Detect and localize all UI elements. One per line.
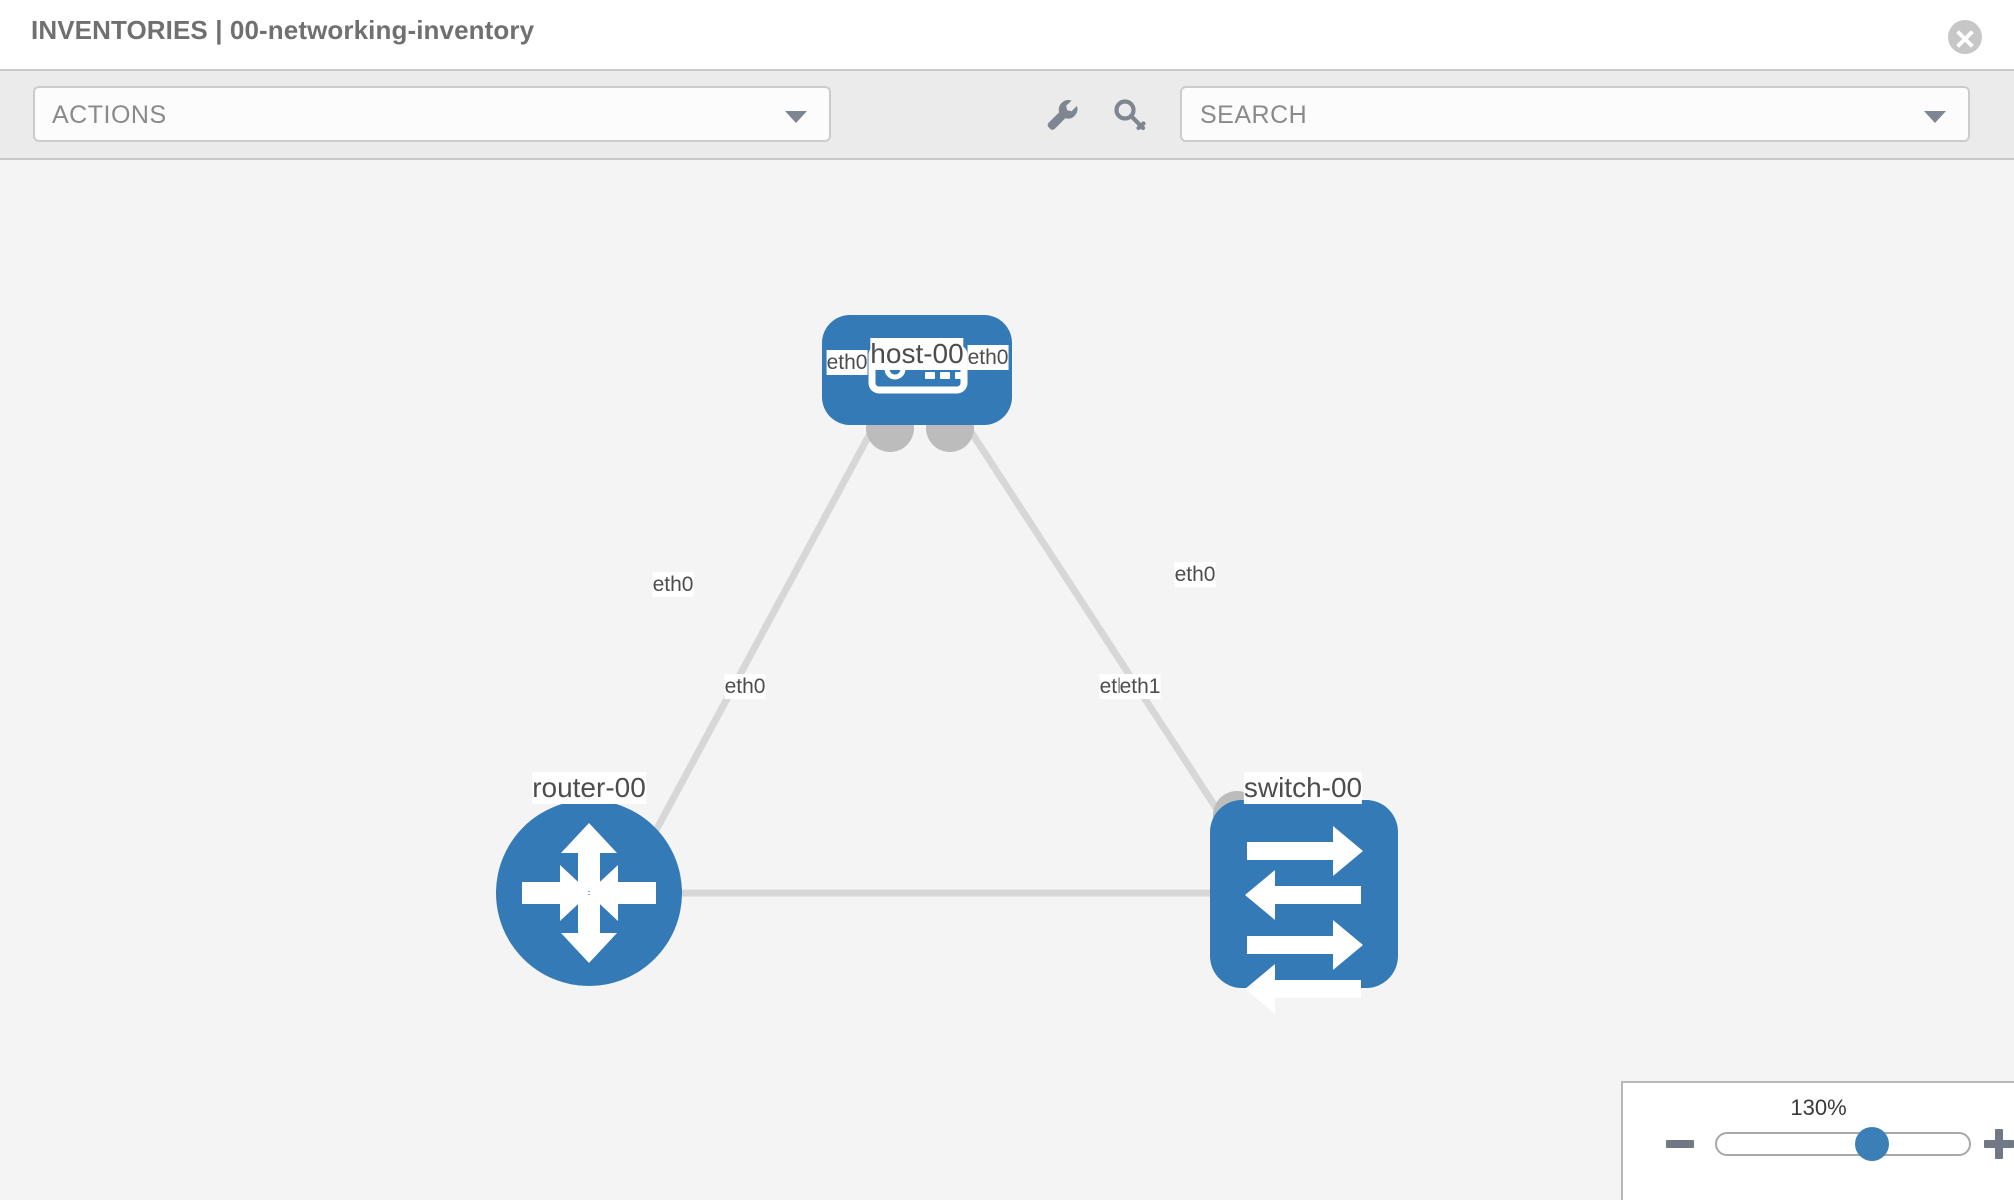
modal-header: INVENTORIES | 00-networking-inventory xyxy=(0,0,2014,69)
topology-connectors xyxy=(631,404,1261,917)
plus-icon[interactable] xyxy=(1984,1129,2014,1159)
page-title: INVENTORIES | 00-networking-inventory xyxy=(31,15,535,45)
search-placeholder: SEARCH xyxy=(1200,101,1308,129)
zoom-level-value: 130% xyxy=(1790,1095,1847,1120)
edge-label-switch-eth1-left: eth1 xyxy=(1119,674,1161,699)
minus-icon[interactable] xyxy=(1666,1140,1694,1148)
chevron-down-icon[interactable] xyxy=(1924,111,1946,123)
node-switch-00 xyxy=(1210,800,1398,1014)
edge-label-host-eth0-left: eth0 xyxy=(826,350,868,375)
zoom-control-panel: 130% xyxy=(1621,1081,2014,1200)
close-icon[interactable] xyxy=(1948,20,1982,54)
node-label-switch-00: switch-00 xyxy=(1243,772,1363,804)
topology-graph xyxy=(496,315,1398,1014)
topology-canvas[interactable]: host-00 router-00 switch-00 eth0 eth0 et… xyxy=(0,160,2014,1200)
node-router-00 xyxy=(496,800,682,986)
chevron-down-icon xyxy=(785,111,807,123)
toolbar: ACTIONS SEARCH xyxy=(0,69,2014,160)
zoom-slider-thumb[interactable] xyxy=(1855,1127,1889,1161)
node-label-router-00: router-00 xyxy=(532,772,646,804)
topology-links xyxy=(636,413,1253,897)
edge-label-router-eth0-right: eth0 xyxy=(724,674,766,699)
edge-label-switch-eth0-up: eth0 xyxy=(1174,562,1216,587)
actions-dropdown-label: ACTIONS xyxy=(52,101,167,129)
wrench-icon[interactable] xyxy=(1042,95,1082,135)
actions-dropdown[interactable]: ACTIONS xyxy=(33,86,831,142)
edge-label-router-eth0-up: eth0 xyxy=(652,572,694,597)
edge-label-host-eth0-right: eth0 xyxy=(967,345,1009,370)
node-label-host-00: host-00 xyxy=(870,338,964,370)
key-icon[interactable] xyxy=(1110,95,1150,135)
search-input[interactable]: SEARCH xyxy=(1180,86,1970,142)
zoom-slider[interactable] xyxy=(1715,1127,1971,1161)
